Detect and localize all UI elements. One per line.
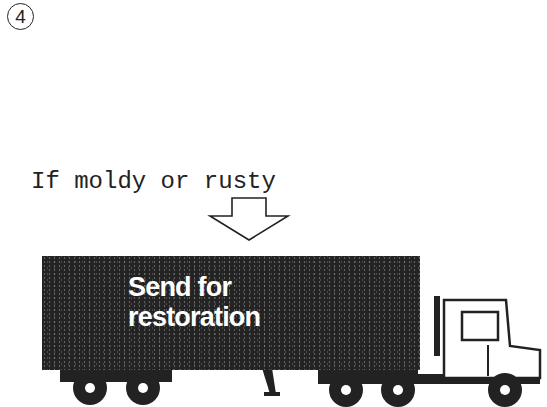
cab-door (487, 345, 489, 376)
wheel (73, 371, 107, 405)
wheel (381, 373, 415, 407)
condition-label: If moldy or rusty (31, 168, 276, 195)
step-circle: 4 (7, 3, 34, 30)
hub (138, 383, 148, 393)
landing-foot (264, 392, 280, 396)
trailer-text: Send for restoration (128, 272, 308, 332)
tractor-cab (444, 300, 540, 378)
exhaust-stack (434, 296, 440, 356)
step-number: 4 (15, 6, 26, 28)
wheel (488, 373, 522, 407)
trailer-box: Send for restoration (42, 256, 420, 370)
hub (500, 385, 510, 395)
hub (341, 385, 351, 395)
hub (393, 385, 403, 395)
hub (85, 383, 95, 393)
down-arrow (210, 198, 288, 240)
wheel (329, 373, 363, 407)
cab-window (462, 312, 498, 340)
landing-gear (262, 368, 276, 394)
wheel (126, 371, 160, 405)
